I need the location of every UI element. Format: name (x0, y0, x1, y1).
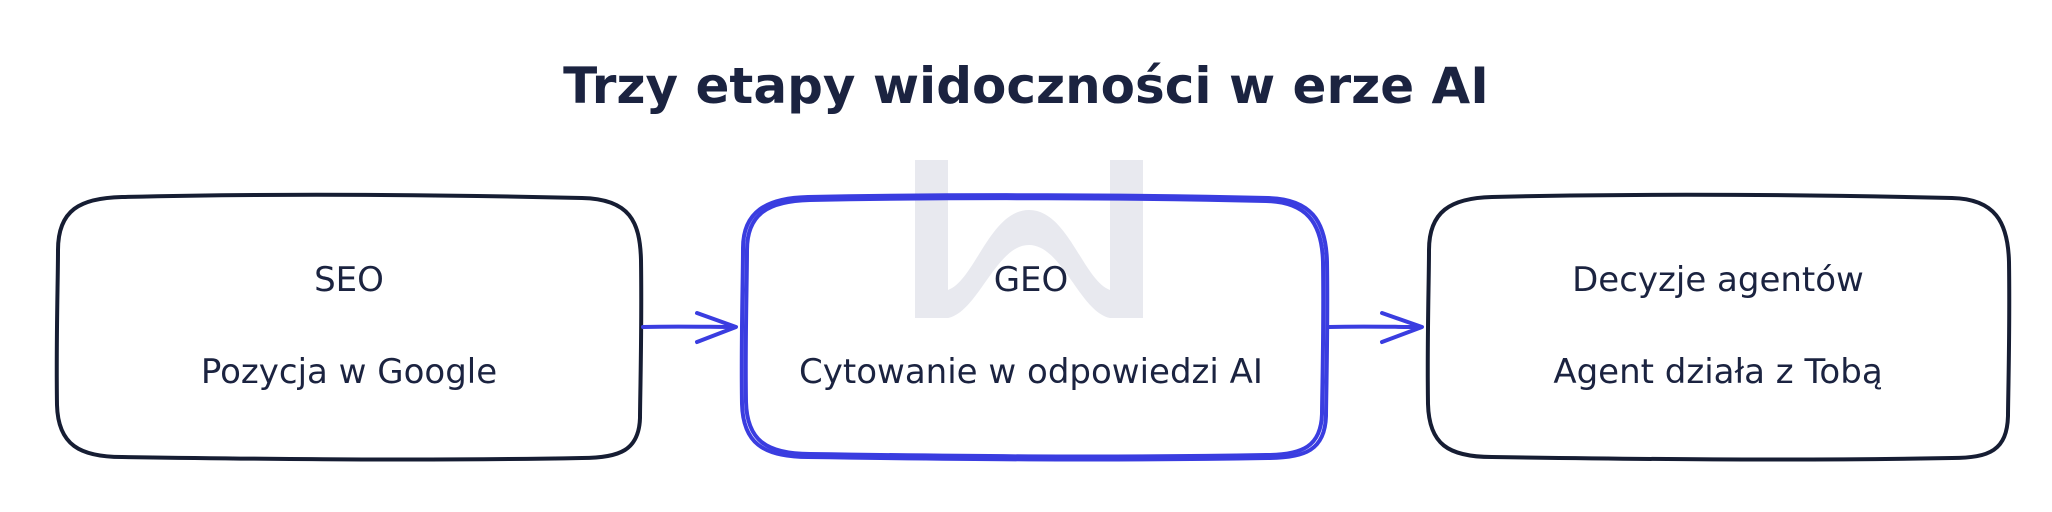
stage-description-seo: Pozycja w Google (201, 352, 497, 392)
stage-name-agents: Decyzje agentów (1572, 260, 1864, 300)
stage-box-seo-outline (54, 192, 644, 462)
arrow-seo-to-geo (641, 311, 738, 344)
logo-watermark-icon (915, 160, 1143, 318)
stage-box-geo-outline-sketch (743, 196, 1326, 459)
stage-name-geo: GEO (994, 260, 1069, 300)
stage-description-agents: Agent działa z Tobą (1553, 352, 1882, 392)
stage-box-geo: GEO Cytowanie w odpowiedzi AI (739, 193, 1330, 462)
stage-box-geo-outline (739, 193, 1330, 462)
diagram-title: Trzy etapy widoczności w erze AI (563, 57, 1489, 115)
arrow-geo-to-agents (1327, 311, 1424, 344)
stage-box-agents: Decyzje agentów Agent działa z Tobą (1425, 192, 2012, 462)
stage-box-seo: SEO Pozycja w Google (54, 192, 644, 462)
stage-description-geo: Cytowanie w odpowiedzi AI (799, 352, 1263, 392)
stage-box-agents-outline (1425, 192, 2012, 462)
stage-name-seo: SEO (314, 260, 384, 300)
